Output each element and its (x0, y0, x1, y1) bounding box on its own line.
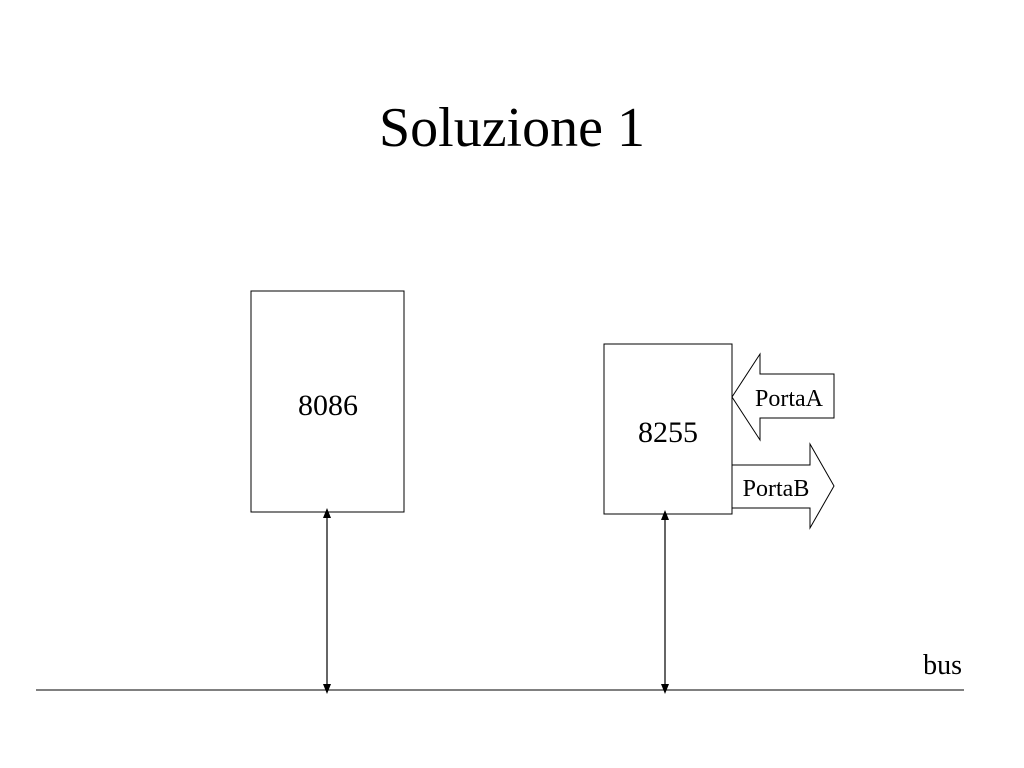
slide-title: Soluzione 1 (379, 97, 645, 159)
port-a-label: PortaA (755, 386, 824, 412)
ppi-8255-block: 8255 (603, 343, 733, 515)
port-b-arrow: PortaB (731, 442, 835, 530)
cpu-label: 8086 (298, 389, 358, 422)
ppi-label: 8255 (638, 416, 698, 449)
bus-label: bus (923, 650, 962, 681)
cpu-8086-block: 8086 (250, 290, 405, 513)
port-b-label: PortaB (743, 476, 810, 502)
port-a-arrow: PortaA (731, 352, 835, 442)
